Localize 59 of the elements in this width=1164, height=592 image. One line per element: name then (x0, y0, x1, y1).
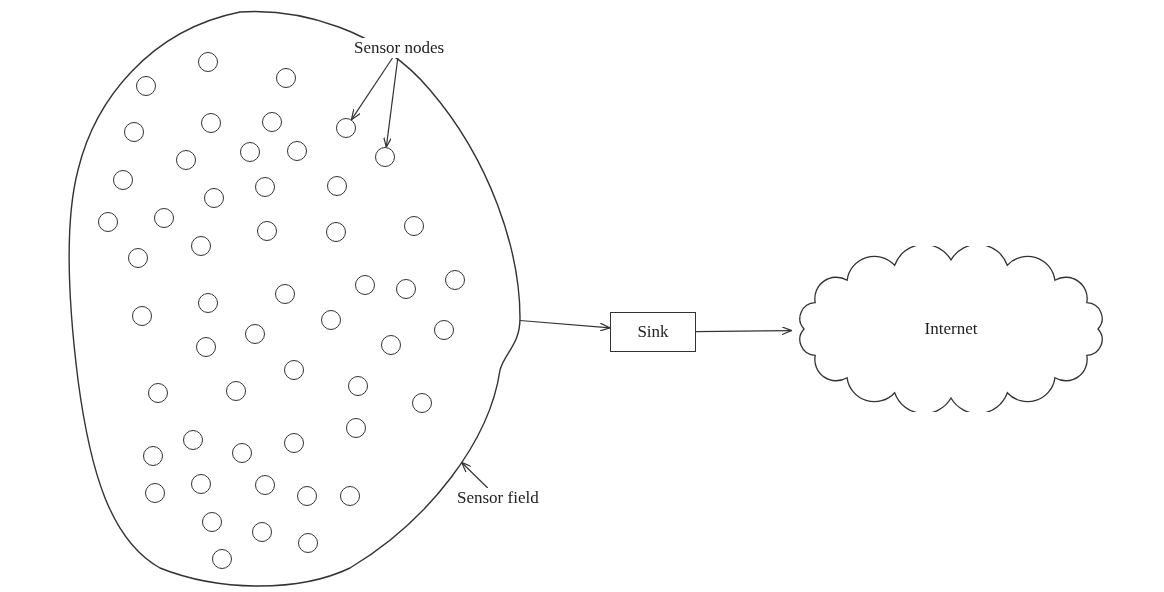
sensor-node-circle (348, 376, 368, 396)
sensor-node-circle (132, 306, 152, 326)
leader-line (350, 57, 394, 121)
sensor-node-circle (148, 383, 168, 403)
sensor-node-circle (252, 522, 272, 542)
sensor-node-circle (327, 176, 347, 196)
sensor-node-circle (396, 279, 416, 299)
sensor-node-circle (145, 483, 165, 503)
sensor-node-circle (124, 122, 144, 142)
leader-line (461, 461, 489, 489)
sensor-node-circle (113, 170, 133, 190)
sensor-node-circle (202, 512, 222, 532)
sensor-node-circle (226, 381, 246, 401)
sensor-node-circle (191, 474, 211, 494)
sensor-node-circle (297, 486, 317, 506)
sensor-node-circle (176, 150, 196, 170)
sensor-node-circle (355, 275, 375, 295)
sensor-node-circle (298, 533, 318, 553)
sensor-node-circle (128, 248, 148, 268)
sensor-node-circle (154, 208, 174, 228)
sink-box: Sink (610, 312, 696, 352)
sensor-node-circle (336, 118, 356, 138)
sensor-node-circle (262, 112, 282, 132)
sensor-node-circle (183, 430, 203, 450)
sensor-node-circle (98, 212, 118, 232)
sensor-node-circle (404, 216, 424, 236)
sensor-node-circle (287, 141, 307, 161)
sensor-node-circle (284, 433, 304, 453)
sensor-node-circle (240, 142, 260, 162)
arrow (519, 319, 611, 332)
sensor-node-circle (381, 335, 401, 355)
sensor-node-circle (136, 76, 156, 96)
sensor-node-circle (143, 446, 163, 466)
sensor-node-circle (346, 418, 366, 438)
sensor-node-circle (340, 486, 360, 506)
sensor-node-circle (198, 52, 218, 72)
sensor-node-circle (201, 113, 221, 133)
sensor-node-circle (245, 324, 265, 344)
sensor-node-circle (204, 188, 224, 208)
sensor-node-circle (445, 270, 465, 290)
sensor-node-circle (191, 236, 211, 256)
sensor-node-circle (212, 549, 232, 569)
sensor-node-circle (232, 443, 252, 463)
sensor-node-circle (434, 320, 454, 340)
leader-line (383, 57, 399, 148)
sensor-node-circle (276, 68, 296, 88)
sensor-node-circle (255, 475, 275, 495)
sensor-node-circle (326, 222, 346, 242)
sensor-node-circle (412, 393, 432, 413)
sensor-node-circle (255, 177, 275, 197)
sensor-node-circle (275, 284, 295, 304)
sensor-node-circle (196, 337, 216, 357)
sensor-node-circle (198, 293, 218, 313)
sensor-node-circle (284, 360, 304, 380)
callout-label: Sensor nodes (352, 38, 447, 58)
sensor-node-circle (321, 310, 341, 330)
arrow (695, 326, 793, 336)
sensor-node-circle (257, 221, 277, 241)
sensor-node-circle (375, 147, 395, 167)
